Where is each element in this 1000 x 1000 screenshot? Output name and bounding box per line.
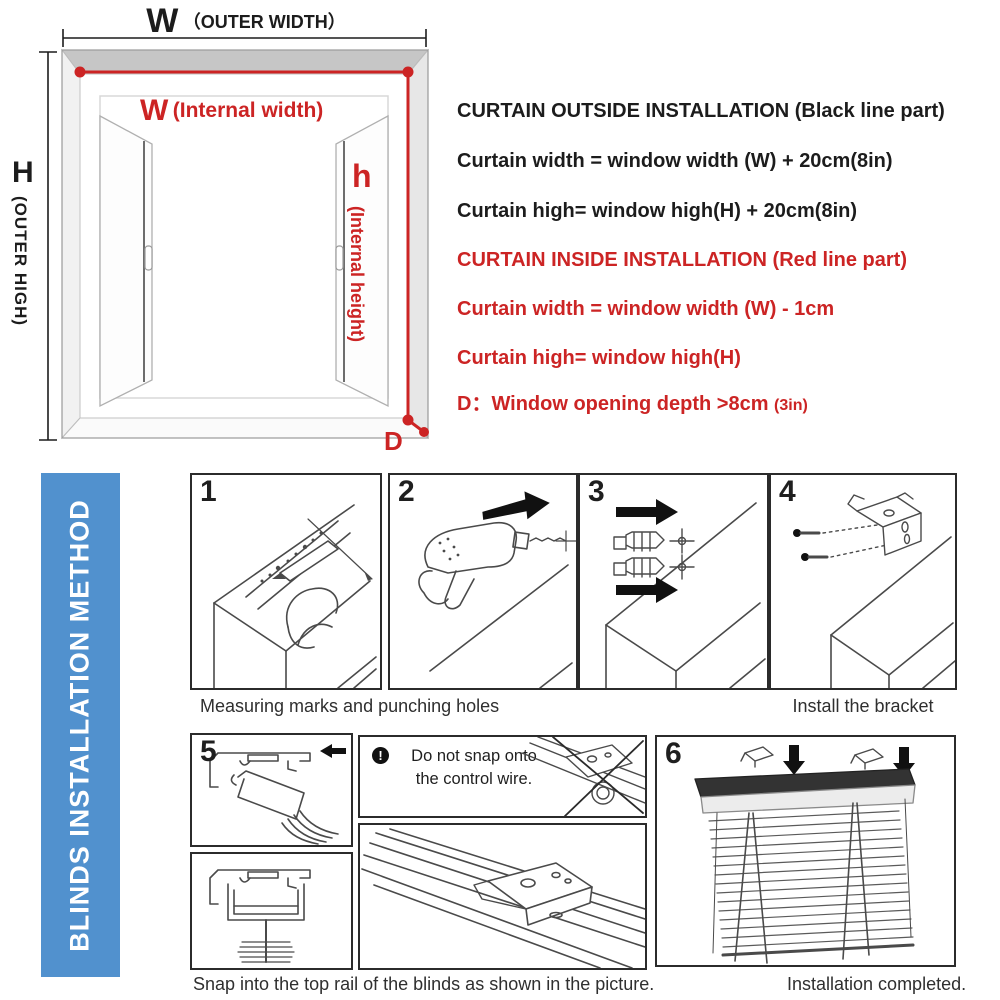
depth-inch-suffix: (3in) [774, 397, 808, 414]
caption-snap: Snap into the top rail of the blinds as … [193, 974, 655, 994]
right-window-sash [335, 114, 389, 408]
instruction-line-7: D：Window opening depth >8cm (3in) [457, 393, 808, 415]
rail-detail-panel [358, 823, 647, 970]
step-number-3: 3 [588, 475, 605, 508]
marking-with-pencil-illustration [213, 504, 377, 688]
outer-high-letter: H [12, 156, 34, 189]
step-number-1: 1 [200, 475, 217, 508]
outer-width-letter: W [146, 2, 179, 40]
instruction-line-5: Curtain width = window width (W) - 1cm [457, 298, 835, 320]
step-panel-1: 1 [190, 473, 382, 690]
step-panel-3: 3 [578, 473, 769, 690]
caption-completed: Installation completed. [787, 974, 967, 994]
internal-measurement-red-line [74, 66, 429, 437]
step-number-2: 2 [398, 475, 415, 508]
warning-text: Do not snap onto the control wire. [411, 747, 537, 788]
step-panel-5-top: 5 [190, 733, 353, 847]
outer-high-dimension-line [39, 51, 57, 441]
window-drawing [39, 29, 430, 441]
step-panel-5-bottom [190, 852, 353, 970]
top-rail-detail-illustration [361, 828, 645, 968]
instruction-line-4: CURTAIN INSIDE INSTALLATION (Red line pa… [457, 249, 907, 271]
outer-width-label: W （OUTER WIDTH） [146, 2, 346, 40]
instruction-line-2: Curtain width = window width (W) + 20cm(… [457, 150, 893, 172]
exclamation-circle-icon: ! [372, 747, 389, 764]
blinds-installation-method-banner: BLINDS INSTALLATION METHOD [41, 473, 120, 977]
internal-height-label: (Internal height) [347, 206, 367, 342]
instruction-line-3: Curtain high= window high(H) + 20cm(8in) [457, 200, 858, 222]
caption-measuring: Measuring marks and punching holes [200, 696, 500, 716]
depth-letter: D [384, 426, 403, 456]
step-panel-4: 4 [769, 473, 957, 690]
step-number-4: 4 [779, 475, 796, 508]
warning-panel: ! Do not snap onto the control wire. [358, 735, 647, 818]
instruction-line-6: Curtain high= window high(H) [457, 347, 741, 369]
drilling-illustration [418, 491, 576, 688]
caption-install-bracket: Install the bracket [792, 696, 934, 716]
bracket-and-screws-illustration [793, 492, 955, 688]
step-panel-2: 2 [388, 473, 578, 690]
snap-rail-tilted-illustration [209, 744, 346, 845]
control-wire-warning-illustration [521, 737, 645, 816]
internal-width-label: W (Internal width) [140, 94, 324, 127]
snap-rail-seated-illustration [209, 869, 311, 963]
step-number-5: 5 [200, 735, 217, 768]
outer-high-label: (OUTER HIGH) [11, 196, 30, 327]
wall-anchor-illustration [605, 499, 766, 688]
banner-label: BLINDS INSTALLATION METHOD [65, 498, 95, 952]
installed-blinds-illustration [694, 745, 916, 964]
instruction-line-1: CURTAIN OUTSIDE INSTALLATION (Black line… [457, 100, 945, 122]
outer-width-dimension-line [62, 29, 427, 47]
step-number-6: 6 [665, 737, 682, 770]
window-measurement-diagram: W （OUTER WIDTH） H (OUTER HIGH) W (Intern… [0, 0, 460, 462]
step-panel-6: 6 [655, 735, 956, 967]
internal-height-letter: h [352, 158, 372, 194]
left-window-sash [99, 114, 153, 408]
